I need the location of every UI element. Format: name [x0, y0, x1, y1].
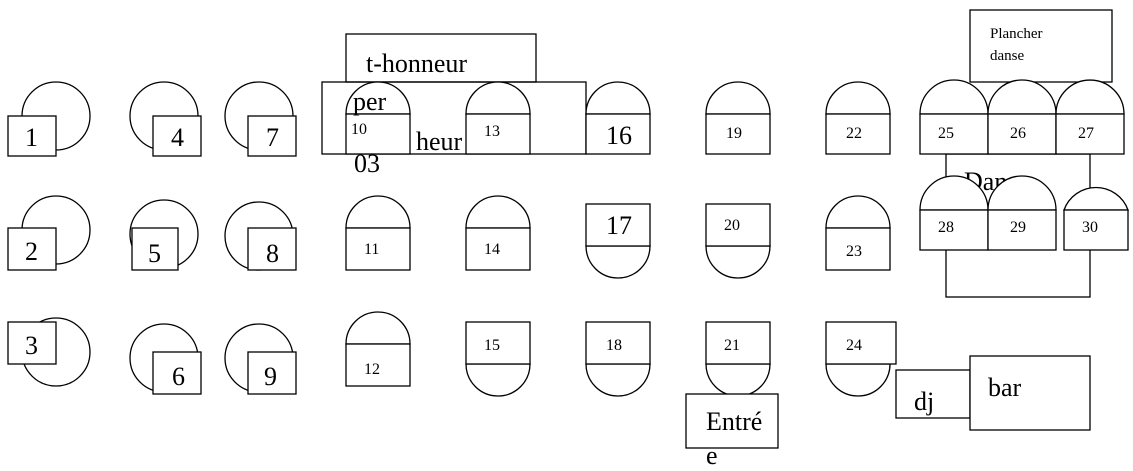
- table-7: 7: [224, 81, 297, 157]
- dance-floor-label-line2: danse: [990, 48, 1024, 64]
- table-14: 14: [465, 195, 531, 271]
- table-22: 22: [825, 81, 891, 155]
- table-7-number: 7: [266, 123, 279, 152]
- table-26: 26: [987, 79, 1057, 155]
- table-8: 8: [224, 201, 297, 271]
- table-2: 2: [7, 195, 91, 271]
- table-2-number: 2: [25, 237, 38, 266]
- dance-floor-label-line1: Plancher: [990, 26, 1042, 42]
- table-3: 3: [7, 317, 91, 387]
- table-13: 13: [465, 81, 531, 155]
- honour-table-overlap-a: per: [353, 87, 387, 116]
- table-29-number: 29: [1010, 219, 1026, 236]
- table-20-number: 20: [724, 217, 740, 234]
- table-24: 24: [825, 321, 897, 397]
- table-11: 11: [345, 195, 411, 271]
- table-11-number: 11: [364, 241, 379, 258]
- table-30-number: 30: [1082, 219, 1098, 236]
- table-4-number: 4: [171, 123, 184, 152]
- table-6: 6: [129, 323, 202, 395]
- table-1-number: 1: [25, 123, 38, 152]
- table-10-number: 10: [351, 121, 367, 138]
- table-12-number: 12: [364, 361, 380, 378]
- honour-table-label: t-honneur: [366, 49, 467, 78]
- table-8-number: 8: [266, 239, 279, 268]
- honour-table-overlap-b: heur: [416, 127, 463, 156]
- table-19-number: 19: [726, 125, 742, 142]
- table-29: 29: [987, 175, 1057, 251]
- table-22-number: 22: [846, 125, 862, 142]
- table-13-number: 13: [484, 123, 500, 140]
- table-14-number: 14: [484, 241, 500, 258]
- honour-table-overlap-c: 03: [354, 149, 380, 178]
- table-4: 4: [129, 81, 202, 157]
- table-12: 12: [345, 311, 411, 387]
- table-24-number: 24: [846, 337, 862, 354]
- table-21: 21: [705, 321, 771, 397]
- table-10: 10: [345, 81, 411, 155]
- table-23: 23: [825, 195, 891, 271]
- table-9: 9: [224, 323, 297, 395]
- table-28: 28: [919, 175, 989, 251]
- table-9-number: 9: [264, 362, 277, 391]
- table-17-number: 17: [606, 211, 632, 240]
- table-16-number: 16: [606, 121, 632, 150]
- table-18-number: 18: [606, 337, 622, 354]
- table-26-number: 26: [1010, 125, 1026, 142]
- table-3-number: 3: [25, 331, 38, 360]
- table-17: 17: [585, 203, 651, 279]
- table-21-number: 21: [724, 337, 740, 354]
- table-5: 5: [129, 199, 199, 271]
- dj-label: dj: [914, 387, 934, 416]
- table-15: 15: [465, 321, 531, 397]
- entrance-label-line2: e: [706, 441, 718, 470]
- table-15-number: 15: [484, 337, 500, 354]
- bar-label: bar: [988, 373, 1022, 402]
- table-27: 27: [1055, 79, 1125, 155]
- table-28-number: 28: [938, 219, 954, 236]
- table-16: 16: [585, 81, 651, 155]
- table-18: 18: [585, 321, 651, 397]
- dance-floor: Plancher danse Dan: [945, 9, 1113, 298]
- table-23-number: 23: [846, 243, 862, 260]
- table-5-number: 5: [148, 239, 161, 268]
- table-6-number: 6: [172, 362, 185, 391]
- honour-table: t-honneur: [321, 33, 587, 155]
- dj-booth: dj: [895, 369, 971, 419]
- table-25: 25: [919, 79, 989, 155]
- entrance-label-line1: Entré: [706, 407, 762, 436]
- table-19: 19: [705, 81, 771, 155]
- table-1: 1: [7, 81, 91, 157]
- table-27-number: 27: [1078, 125, 1094, 142]
- table-30: 30: [1063, 186, 1129, 251]
- table-20: 20: [705, 203, 771, 279]
- entrance: Entré e: [685, 393, 779, 470]
- table-25-number: 25: [938, 125, 954, 142]
- bar: bar: [969, 355, 1091, 431]
